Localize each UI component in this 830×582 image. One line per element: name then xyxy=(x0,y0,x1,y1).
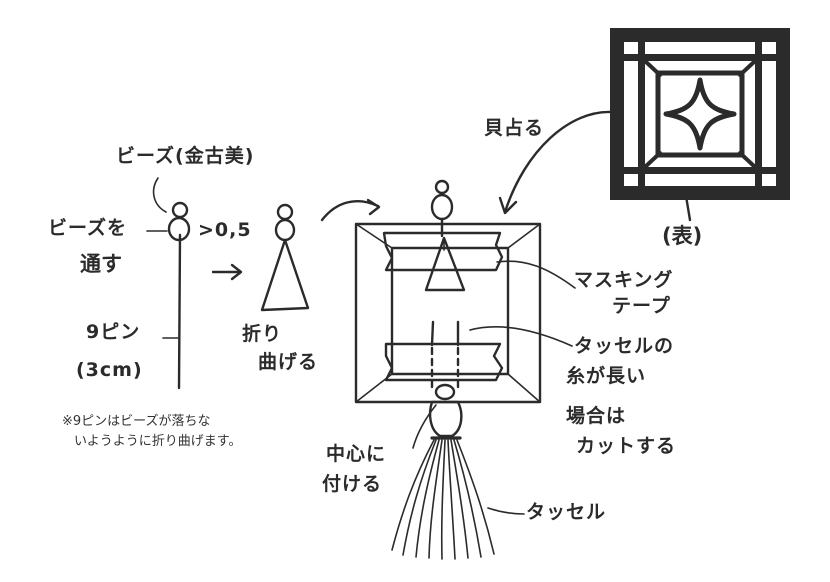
footnote-line-1: ※9ピンはビーズが落ちな xyxy=(62,414,211,429)
label-tassel-thread-3: 場合は xyxy=(566,405,627,427)
panel-lead xyxy=(755,34,762,194)
label-masking-tape-1: マスキング xyxy=(574,269,674,291)
tassel-strand xyxy=(453,439,482,558)
label-bend-2: 曲げる xyxy=(258,351,319,373)
tassel-strand xyxy=(456,439,495,555)
pin-head-loop xyxy=(171,201,189,219)
label-tassel-thread-2: 糸が長い xyxy=(566,365,647,387)
label-paste: 貝占る xyxy=(484,117,545,139)
front-label-pointer xyxy=(684,194,692,222)
frame-bevel-tr xyxy=(507,223,541,249)
label-tassel-thread-4: カットする xyxy=(576,435,677,457)
bent-pin-bead xyxy=(274,218,296,242)
step-arrow-1 xyxy=(211,263,243,281)
tassel-pointer xyxy=(487,507,525,515)
footnote-line-2: いようように折り曲げます。 xyxy=(74,434,242,449)
frame-top-loop xyxy=(434,179,450,195)
label-attach-center-2: 付ける xyxy=(322,473,383,495)
bent-pin-head-loop xyxy=(276,203,294,221)
tassel-thread-pointer xyxy=(469,326,573,347)
panel-lead xyxy=(616,34,784,42)
label-attach-center-1: 中心に xyxy=(326,443,387,465)
bent-pin-triangle xyxy=(260,238,310,312)
panel-lead xyxy=(643,151,662,169)
tassel-strand xyxy=(440,439,446,560)
paste-arrow xyxy=(498,110,614,215)
panel-lead xyxy=(616,54,784,61)
bent-pin xyxy=(211,203,310,312)
frame-back xyxy=(354,179,542,404)
panel-lead xyxy=(738,59,757,77)
bead-gold xyxy=(167,216,191,242)
masking-tape-pointer xyxy=(496,260,576,289)
attach-center-pointer xyxy=(412,404,437,449)
tassel-drawing xyxy=(391,383,495,560)
tassel-strand xyxy=(415,439,440,558)
tassel-strand xyxy=(447,439,456,560)
panel-lead xyxy=(643,59,662,77)
label-size-note: >0,5 xyxy=(198,219,252,241)
panel-lead xyxy=(616,167,784,174)
nine-pin-shaft xyxy=(177,233,182,390)
label-beads-name: ビーズ(金古美) xyxy=(116,145,255,167)
tassel-thread-left xyxy=(430,320,435,347)
label-thread-beads-1: ビーズを xyxy=(48,217,128,239)
tassel-strand xyxy=(450,439,469,559)
label-front: (表) xyxy=(662,224,703,248)
panel-lead xyxy=(638,34,645,194)
frame-bevel-br xyxy=(507,373,541,403)
panel-lead xyxy=(738,151,757,169)
label-thread-beads-2: 通す xyxy=(80,252,122,276)
front-panel xyxy=(610,28,790,222)
frame-top-bead xyxy=(430,193,454,221)
panel-inner-square xyxy=(655,70,745,158)
label-tassel-thread-1: タッセルの xyxy=(574,335,675,357)
panel-lead xyxy=(776,34,784,194)
label-masking-tape-2: テープ xyxy=(612,295,671,317)
frame-pin-triangle xyxy=(424,236,466,292)
tassel-head xyxy=(428,400,463,438)
panel-lead xyxy=(616,34,624,194)
tassel-bead xyxy=(434,383,456,401)
tassel-strand xyxy=(391,439,435,551)
bead-pointer-line xyxy=(152,177,167,213)
label-tassel: タッセル xyxy=(526,501,607,523)
masking-tape-top xyxy=(382,231,504,272)
masking-tape-bottom xyxy=(384,342,504,382)
pin-with-bead xyxy=(146,177,191,390)
frame-inner xyxy=(390,246,510,376)
panel-diamond-star xyxy=(663,77,737,151)
label-pin-name-1: 9ピン xyxy=(86,321,141,343)
tassel-strand xyxy=(428,439,443,559)
panel-lead xyxy=(616,186,784,194)
tassel-strand xyxy=(402,439,437,556)
label-pin-name-2: (3cm) xyxy=(76,359,143,381)
label-bend-1: 折り xyxy=(242,323,283,345)
step-arrow-2 xyxy=(320,198,381,222)
